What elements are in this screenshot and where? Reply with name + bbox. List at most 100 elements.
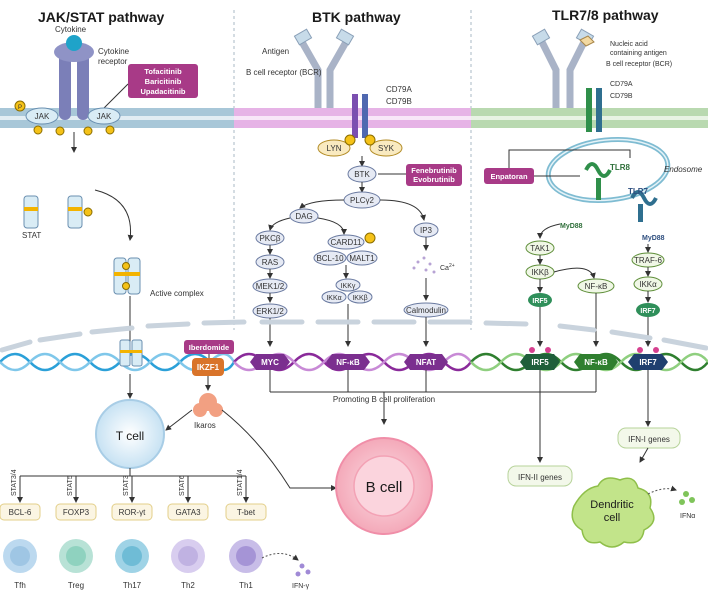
- card11-complex: CARD11 BCL-10 MALT1: [313, 232, 378, 266]
- btk-protein: BTK: [347, 165, 377, 183]
- irf7-protein-cyto: IRF7: [636, 303, 660, 317]
- myc-tf: MYC: [250, 354, 290, 370]
- cytokine-receptor: [54, 35, 94, 120]
- tlr-inhibitor-box: Enpatoran: [484, 168, 534, 184]
- svg-text:NF-κB: NF-κB: [584, 358, 608, 367]
- ikkb-protein-tlr: IKKβ: [525, 264, 555, 280]
- tcell-subsets: STAT3/4BCL-6TfhSTAT5FOXP3TregSTAT3ROR-γt…: [0, 469, 267, 590]
- endosome-label: Endosome: [664, 165, 703, 174]
- tcell-subset-nucleus: [66, 546, 86, 566]
- b-cell: [335, 437, 433, 535]
- title-tlr: TLR7/8 pathway: [552, 7, 659, 23]
- proliferation-bracket: [269, 370, 597, 425]
- transcription-factor-label: BCL-6: [9, 508, 32, 517]
- phospho-marker-syk: [364, 134, 376, 146]
- ifn2-genes-box: IFN-II genes: [507, 465, 573, 487]
- jak-inhibitor-box: Tofacitinib Baricitinib Upadacitinib: [128, 64, 198, 98]
- arrow-plcg2-to-ip3: [379, 199, 426, 221]
- ikzf1-box: IKZF1: [192, 358, 224, 376]
- svg-text:ERK1/2: ERK1/2: [256, 307, 284, 316]
- svg-text:IKZF1: IKZF1: [197, 363, 220, 372]
- tcell-subset-label: Th17: [123, 581, 142, 590]
- svg-text:IRF5: IRF5: [532, 298, 547, 305]
- tlr8-label: TLR8: [610, 163, 631, 172]
- transcription-factor-box: [167, 503, 209, 521]
- dendritic-cell: [571, 477, 655, 548]
- promoting-label: Promoting B cell proliferation: [333, 395, 435, 404]
- tcell-subset-label: Th2: [181, 581, 195, 590]
- stat-label-subset: STAT3/4: [11, 469, 18, 496]
- title-btk: BTK pathway: [312, 9, 401, 25]
- dendritic-label-2: cell: [604, 512, 621, 524]
- dendritic-label-1: Dendritic: [590, 499, 634, 511]
- calcium-dots: [412, 256, 436, 274]
- drug-evobrutinib: Evobrutinib: [413, 175, 455, 184]
- tcell-subset-label: Tfh: [14, 581, 26, 590]
- transcription-factor-box: [225, 503, 267, 521]
- stat-label-subset: STAT6: [179, 475, 186, 496]
- lyn-protein: LYN: [317, 139, 351, 157]
- transcription-factor-box: [111, 503, 153, 521]
- active-complex-shape: [113, 257, 141, 295]
- tcell-subset-nucleus: [236, 546, 256, 566]
- drug-iberdomide: Iberdomide: [189, 343, 229, 352]
- svg-text:NFAT: NFAT: [416, 358, 436, 367]
- arrow-myd88-to-tak1: [537, 223, 561, 239]
- myd88-right-label: MyD88: [642, 235, 665, 242]
- cd79-proteins: [352, 94, 368, 138]
- irf5-tf: IRF5: [520, 347, 560, 370]
- svg-text:IKKα: IKKα: [326, 295, 341, 302]
- tlr8-receptor: [584, 162, 612, 200]
- mek-protein: MEK1/2: [252, 278, 288, 294]
- cytokine-receptor-label-2: receptor: [98, 57, 128, 66]
- svg-text:IRF5: IRF5: [531, 358, 549, 367]
- svg-text:MYC: MYC: [261, 358, 279, 367]
- tcell-subset-nucleus: [122, 546, 142, 566]
- cytokine-ligand: [66, 35, 82, 51]
- tlr-inhibit-line-2: [508, 149, 631, 168]
- transcription-factor-label: ROR-γt: [119, 508, 146, 517]
- bcr-label: B cell receptor (BCR): [246, 68, 322, 77]
- ikk-complex-btk: IKKγ IKKα IKKβ: [321, 278, 373, 304]
- ikaros-label: Ikaros: [194, 421, 216, 430]
- cd79b-label-tlr: CD79B: [610, 93, 633, 100]
- erk-protein: ERK1/2: [252, 303, 288, 319]
- nuclear-envelope: [0, 319, 708, 353]
- tcell-subset-label: Th1: [239, 581, 253, 590]
- tcell-subset-label: Treg: [68, 581, 84, 590]
- stat-monomers: [23, 195, 93, 229]
- svg-text:PLCγ2: PLCγ2: [350, 196, 375, 205]
- svg-text:BTK: BTK: [354, 170, 370, 179]
- transcription-factor-label: FOXP3: [63, 508, 90, 517]
- drug-upadacitinib: Upadacitinib: [140, 87, 185, 96]
- ikka-protein-tlr: IKKα: [633, 276, 663, 292]
- nucleic-label-2: containing antigen: [610, 50, 667, 57]
- arrow-ikaros-to-tcell: [165, 409, 193, 431]
- svg-text:MALT1: MALT1: [349, 254, 375, 263]
- transcription-factor-box: [55, 503, 97, 521]
- transcription-factor-label: GATA3: [175, 508, 201, 517]
- arrow-ikkb-to-nfkb: [553, 267, 596, 279]
- jak-right-protein: JAK: [87, 107, 121, 125]
- drug-fenebrutinib: Fenebrutinib: [411, 166, 457, 175]
- calcium-label: Ca2+: [440, 263, 455, 272]
- tlr7-label: TLR7: [628, 187, 649, 196]
- tlr7-receptor: [630, 190, 658, 222]
- ifna-label: IFNα: [680, 513, 695, 520]
- svg-text:P: P: [18, 105, 22, 111]
- arrow-stat-to-complex: [94, 189, 134, 241]
- bcr-label-tlr: B cell receptor (BCR): [606, 61, 672, 68]
- jak-inhibit-line: [103, 83, 129, 109]
- b-cell-label: B cell: [366, 479, 403, 496]
- svg-text:JAK: JAK: [97, 112, 112, 121]
- stat-label-subset: STAT5: [67, 475, 74, 496]
- irf5-protein-cyto: IRF5: [528, 293, 552, 307]
- tcell-subset-nucleus: [10, 546, 30, 566]
- ifna-molecules: [679, 491, 695, 505]
- cytokine-receptor-label-1: Cytokine: [98, 47, 130, 56]
- svg-text:IKKβ: IKKβ: [352, 295, 367, 302]
- transcription-factor-box: [0, 503, 41, 521]
- svg-text:DAG: DAG: [295, 212, 312, 221]
- jak-left-protein: JAK: [25, 107, 59, 125]
